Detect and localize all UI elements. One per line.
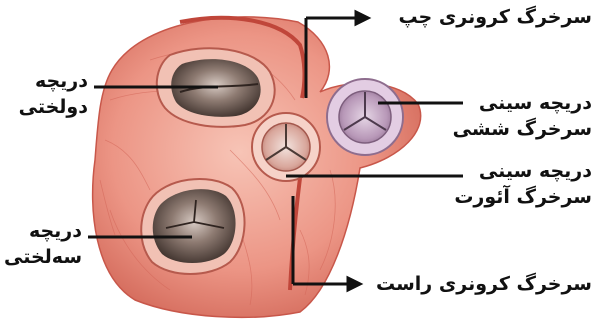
aortic-valve <box>252 113 320 181</box>
aortic-label-line2: سرخرگ آئورت <box>466 184 592 210</box>
right-coronary-artery-label: سرخرگ کرونری راست <box>366 271 592 297</box>
pulmonary-valve-label: دریچه سینی سرخرگ ششی <box>466 90 592 142</box>
tricuspid-label-line2: سه‌لختی <box>6 244 82 270</box>
tricuspid-valve <box>141 179 244 274</box>
aortic-label-line1: دریچه سینی <box>466 158 592 184</box>
bicuspid-valve-label: دریچه دولختی <box>6 68 88 120</box>
pulmonary-label-line1: دریچه سینی <box>466 90 592 116</box>
tricuspid-label-line1: دریچه <box>6 218 82 244</box>
pulmonary-label-line2: سرخرگ ششی <box>466 116 592 142</box>
pulmonary-valve <box>327 79 403 155</box>
left-coronary-artery-label: سرخرگ کرونری چپ <box>374 4 592 30</box>
aortic-valve-label: دریچه سینی سرخرگ آئورت <box>466 158 592 210</box>
right-coronary-label-text: سرخرگ کرونری راست <box>366 271 592 297</box>
bicuspid-label-line1: دریچه <box>6 68 88 94</box>
tricuspid-valve-label: دریچه سه‌لختی <box>6 218 82 270</box>
left-coronary-label-text: سرخرگ کرونری چپ <box>374 4 592 30</box>
bicuspid-label-line2: دولختی <box>6 94 88 120</box>
